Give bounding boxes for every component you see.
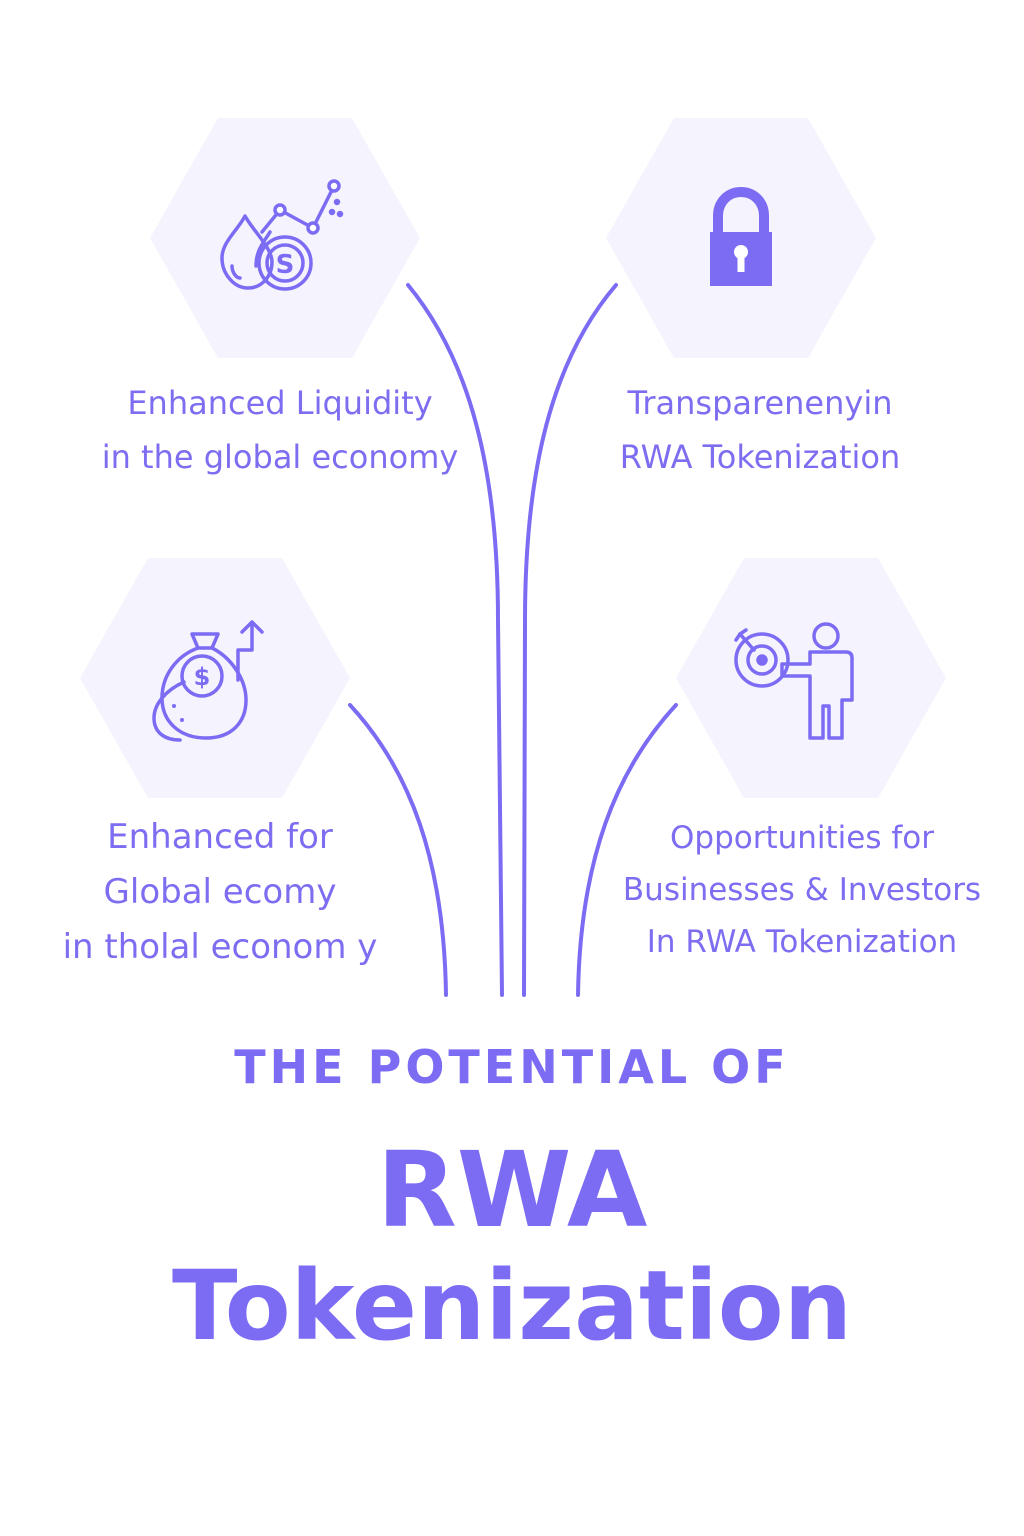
connector-line-bottom-left — [348, 703, 448, 997]
feature-label-liquidity-line-2: in the global economy — [101, 438, 459, 476]
feature-label-enhanced-global: Enhanced for Global ecomy in tholal econ… — [20, 810, 420, 975]
connector-line-top-right — [522, 283, 618, 997]
feature-label-enhanced-global-line-1: Enhanced for — [107, 817, 333, 857]
feature-label-transparency-line-1: Transparenenyin — [627, 384, 893, 422]
heading-kicker: THE POTENTIAL OF — [234, 1040, 790, 1094]
feature-label-transparency: Transparenenyin RWA Tokenization — [570, 376, 950, 484]
feature-label-opportunities-line-3: In RWA Tokenization — [646, 924, 958, 960]
feature-label-enhanced-global-line-2: Global ecomy — [103, 872, 337, 912]
liquidity-drop-coin-chart-icon: S — [210, 170, 360, 320]
feature-label-liquidity-line-1: Enhanced Liquidity — [127, 384, 433, 422]
heading-tokenization: Tokenization — [171, 1250, 853, 1362]
feature-label-opportunities-line-1: Opportunities for — [670, 820, 934, 856]
feature-label-enhanced-global-line-3: in tholal econom y — [62, 927, 378, 967]
connector-line-top-left — [406, 283, 504, 997]
hexagon-enhanced-global — [80, 558, 350, 798]
money-bag-growth-icon: $ — [140, 610, 290, 760]
svg-text:$: $ — [194, 663, 211, 691]
connector-line-bottom-right — [576, 703, 678, 997]
heading-rwa: RWA — [376, 1129, 648, 1251]
feature-label-transparency-line-2: RWA Tokenization — [619, 438, 901, 476]
feature-label-liquidity: Enhanced Liquidity in the global economy — [90, 376, 470, 484]
feature-label-opportunities-line-2: Businesses & Investors — [622, 872, 982, 908]
padlock-icon — [666, 170, 816, 320]
svg-text:S: S — [276, 250, 295, 280]
feature-label-opportunities: Opportunities for Businesses & Investors… — [600, 812, 1004, 968]
person-target-icon — [726, 610, 876, 760]
